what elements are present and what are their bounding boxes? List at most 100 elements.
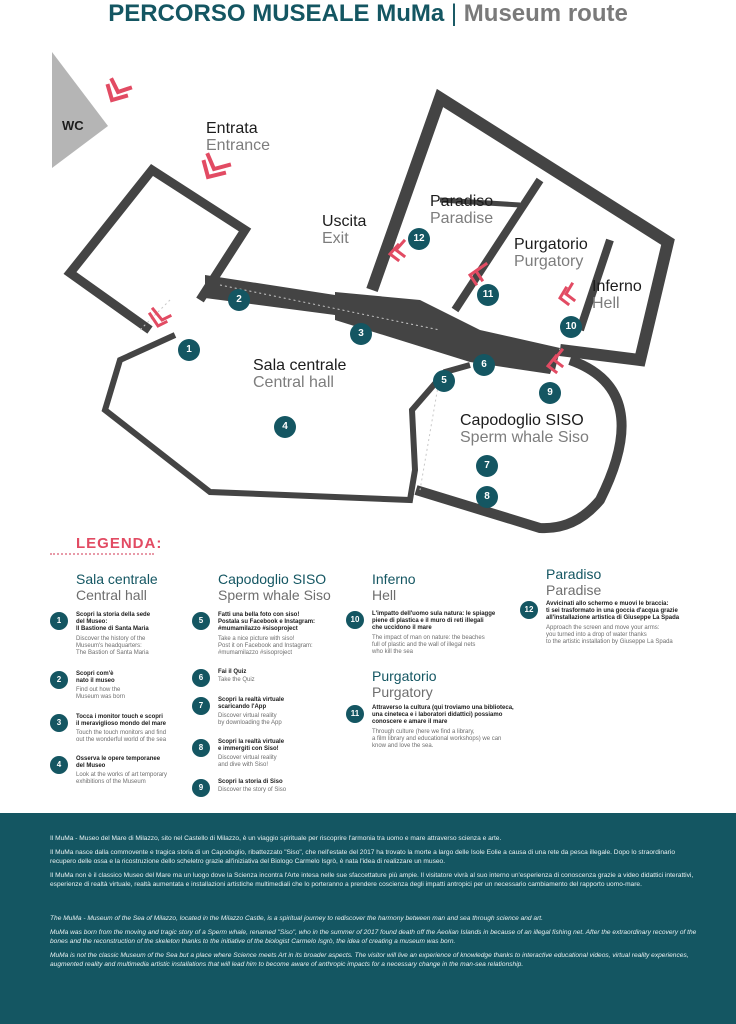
wall-right-building <box>366 88 675 367</box>
legend-section-sala-it: Sala centrale <box>76 571 158 587</box>
legend-item-it: Fatti una bella foto con siso! Postala s… <box>218 612 316 632</box>
legend-item-it: Avvicinati allo schermo e muovi le bracc… <box>546 601 680 621</box>
legend-item-en: Touch the touch monitors and find out th… <box>76 730 167 743</box>
legend-item-en: Take a nice picture with siso! Post it o… <box>218 636 313 656</box>
page-title: PERCORSO MUSEALE MuMa | Museum route <box>0 0 736 28</box>
legend-section-capodoglio-en: Sperm whale Siso <box>218 587 331 603</box>
room-hell-label: Hell <box>592 295 620 312</box>
stop-marker-8[interactable]: 8 <box>476 486 498 508</box>
legend-item-it: Scopri com'è nato il museo <box>76 671 115 684</box>
legend-section-inferno-it: Inferno <box>372 571 416 587</box>
chevron-icon <box>201 152 232 180</box>
stop-marker-2[interactable]: 2 <box>228 289 250 311</box>
chevron-icon <box>387 238 407 263</box>
room-inferno-label: Inferno <box>592 278 642 295</box>
legend-section-capodoglio-it: Capodoglio SISO <box>218 571 327 587</box>
room-hall-label: Central hall <box>253 374 334 391</box>
wall-paradiso-purgatorio <box>451 177 544 313</box>
legend-section-paradiso-en: Paradise <box>546 582 602 598</box>
legend-item-it: L'impatto dell'uomo sula natura: le spia… <box>372 611 496 631</box>
legend-section-purgatorio-en: Purgatory <box>372 684 433 700</box>
stop-marker-9[interactable]: 9 <box>539 382 561 404</box>
legend-item-en: Discover the history of the Museum's hea… <box>76 636 149 656</box>
footer-paragraph-en-2: MuMa was born from the moving and tragic… <box>50 929 697 945</box>
legend-item-en: Discover virtual reality by downloading … <box>218 713 282 726</box>
wall-purgatorio-inferno <box>576 238 614 332</box>
legend-item-it: Scopri la storia di Siso <box>218 779 283 785</box>
room-purgatorio-label: Purgatorio <box>514 236 588 253</box>
wall-central-block <box>335 292 560 374</box>
legend-pin: 7 <box>192 697 210 715</box>
legend-pin: 1 <box>50 612 68 630</box>
wc-area[interactable] <box>52 52 108 168</box>
title-italian: PERCORSO MUSEALE MuMa <box>108 0 445 27</box>
footer-paragraph-en-3: MuMa is not the classic Museum of the Se… <box>50 952 689 968</box>
chevron-icon <box>545 347 565 375</box>
legend-pin: 3 <box>50 714 68 732</box>
stop-marker-10[interactable]: 10 <box>560 316 582 338</box>
legend-item-en: Discover the story of Siso <box>218 787 287 793</box>
legend-section-paradiso-it: Paradiso <box>546 566 602 582</box>
legend-item-it: Scopri la storia della sede del Museo: I… <box>76 612 151 632</box>
title-english: Museum route <box>463 0 628 27</box>
room-paradiso-label: Paradiso <box>430 193 494 210</box>
legend-pin: 5 <box>192 612 210 630</box>
legend-pin: 12 <box>520 601 538 619</box>
room-capodoglio-label: Capodoglio SISO <box>460 412 584 429</box>
stop-marker-3[interactable]: 3 <box>350 323 372 345</box>
footer-paragraph-it-2: Il MuMa nasce dalla commovente e tragica… <box>50 849 676 865</box>
wall-entrance-room <box>63 164 252 334</box>
chevron-icon <box>105 77 133 103</box>
dotted-guide-3 <box>139 299 171 331</box>
room-paradise-label: Paradise <box>430 210 494 227</box>
legend-item-it: Attraverso la cultura (qui troviamo una … <box>372 705 514 725</box>
room-entrance-label: Entrance <box>206 137 271 154</box>
legend-item-en: Take the Quiz <box>218 677 255 683</box>
legend-item-it: Tocca i monitor touch e scopri il meravi… <box>76 714 167 727</box>
legend-divider <box>50 553 154 555</box>
legend-title: LEGENDA: <box>76 535 163 552</box>
wc-label: WC <box>62 118 84 133</box>
chevron-icon <box>558 281 577 307</box>
wall-capodoglio-room <box>414 355 627 534</box>
legend-pin: 2 <box>50 671 68 689</box>
legend-item-it: Scopri la realtà virtuale e immergiti co… <box>218 739 285 752</box>
room-sala-label: Sala centrale <box>253 357 347 374</box>
stop-marker-11[interactable]: 11 <box>477 284 499 306</box>
room-uscita-label: Uscita <box>322 213 367 230</box>
stop-marker-5[interactable]: 5 <box>433 370 455 392</box>
legend-item-it: Scopri la realtà virtuale scaricando l'A… <box>218 697 285 710</box>
room-exit-label: Exit <box>322 230 349 247</box>
stop-marker-6[interactable]: 6 <box>473 354 495 376</box>
footer-paragraph-it-3: Il MuMa non è il classico Museo del Mare… <box>50 872 694 888</box>
footer-paragraph-en-1: The MuMa - Museum of the Sea of Milazzo,… <box>50 915 543 922</box>
stop-marker-4[interactable]: 4 <box>274 416 296 438</box>
footer-paragraph-it-1: Il MuMa - Museo del Mare di Milazzo, sit… <box>50 835 502 842</box>
legend-item-en: Discover virtual reality and dive with S… <box>218 755 277 768</box>
room-entrata-label: Entrata <box>206 120 258 137</box>
stop-marker-12[interactable]: 12 <box>408 228 430 250</box>
legend-item-it: Osserva le opere temporanee del Museo <box>76 756 161 769</box>
legend-item-en: Through culture (here we find a library,… <box>372 729 502 749</box>
legend-pin: 11 <box>346 705 364 723</box>
legend-pin: 4 <box>50 756 68 774</box>
legend-item-en: Find out how the Museum was born <box>76 687 126 700</box>
chevron-icon <box>467 261 489 287</box>
title-separator: | <box>450 0 458 27</box>
room-whale-label: Sperm whale Siso <box>460 429 589 446</box>
info-footer: Il MuMa - Museo del Mare di Milazzo, sit… <box>0 813 736 1024</box>
legend-pin: 6 <box>192 669 210 687</box>
chevron-icon <box>147 306 173 328</box>
legend-item-it: Fai il Quiz <box>218 669 247 675</box>
legend-section-sala-en: Central hall <box>76 587 147 603</box>
stop-marker-7[interactable]: 7 <box>476 455 498 477</box>
legend-section-purgatorio-it: Purgatorio <box>372 668 437 684</box>
wall-paradiso-inner <box>439 197 521 208</box>
stop-marker-1[interactable]: 1 <box>178 339 200 361</box>
legend-pin: 9 <box>192 779 210 797</box>
legend-item-en: Approach the screen and move your arms: … <box>546 625 673 645</box>
room-purgatory-label: Purgatory <box>514 253 584 270</box>
legend-section-inferno-en: Hell <box>372 587 397 603</box>
legend-item-en: The impact of man on nature: the beaches… <box>372 635 485 655</box>
legend-pin: 8 <box>192 739 210 757</box>
